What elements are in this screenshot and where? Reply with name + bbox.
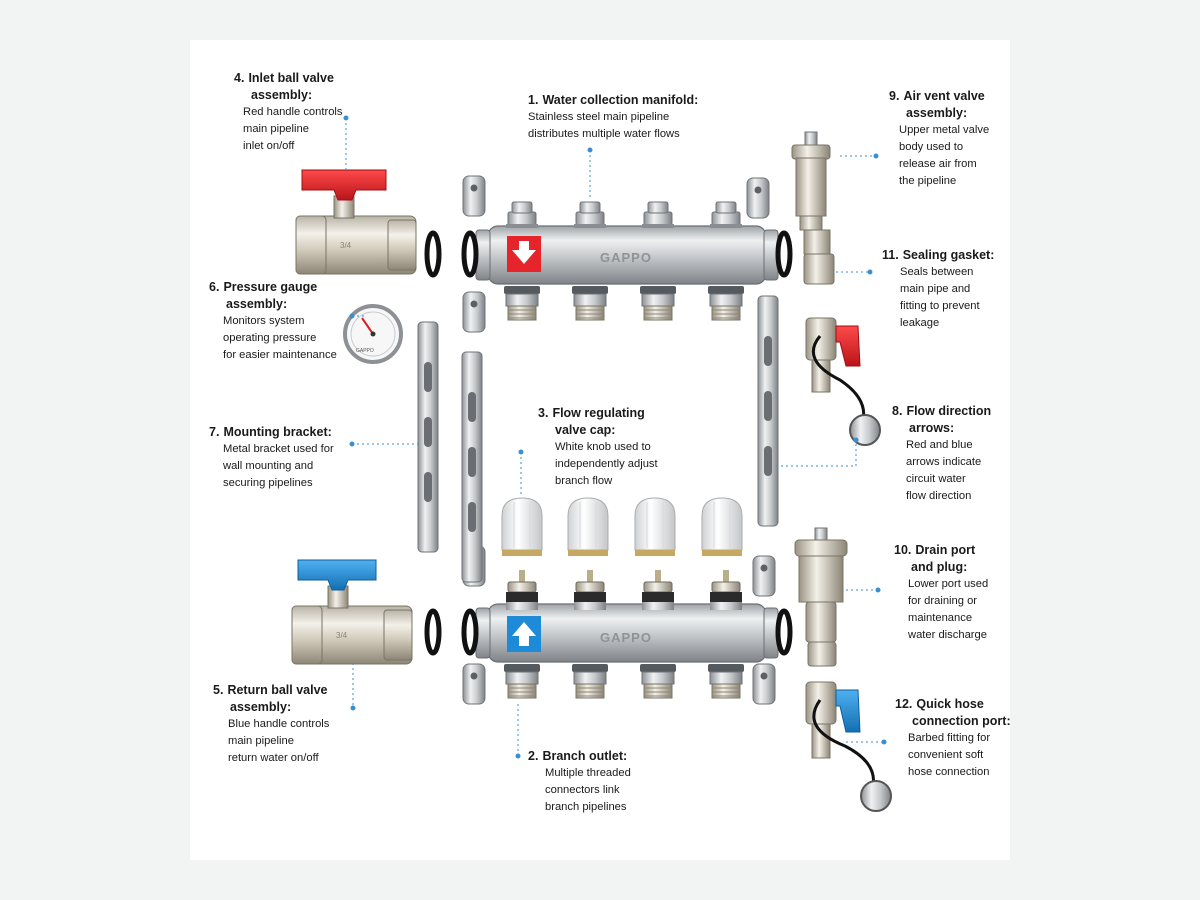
mounting-bracket <box>461 351 483 583</box>
mounting-bracket <box>417 321 439 553</box>
inlet-ball-valve: 3/4 <box>295 169 417 275</box>
drain-valve-red <box>805 317 881 446</box>
arrow-up-icon <box>512 622 536 646</box>
gasket-ring <box>778 611 790 653</box>
pressure-gauge: GAPPO <box>343 304 403 364</box>
gasket-ring <box>427 233 439 275</box>
air-vent-valve <box>791 131 835 285</box>
return-ball-valve: 3/4 <box>291 559 413 665</box>
quick-hose-valve <box>805 681 892 812</box>
svg-text:3/4: 3/4 <box>340 241 352 250</box>
bracket-clip <box>462 175 486 217</box>
bracket-clip <box>462 291 486 333</box>
mounting-bracket <box>757 295 779 527</box>
gasket-ring <box>778 233 790 275</box>
gasket-ring <box>464 611 476 653</box>
supply-manifold: GAPPO <box>475 201 779 321</box>
manifold-exploded-view: GAPPO GAPPO <box>291 115 892 812</box>
gasket-ring <box>464 233 476 275</box>
manifold-logo-top: GAPPO <box>600 250 652 265</box>
bracket-clip <box>752 555 776 597</box>
bracket-clip <box>746 177 770 219</box>
callout-mounting-bracket: 7.Mounting bracket: Metal bracket used f… <box>209 425 334 489</box>
leader-lines <box>343 115 887 759</box>
return-manifold: GAPPO <box>475 569 779 699</box>
gauge-logo: GAPPO <box>356 348 374 354</box>
diagram-panel: GAPPO GAPPO <box>190 40 1010 860</box>
drain-port-plug <box>794 527 848 667</box>
bracket-clip <box>462 663 486 705</box>
flow-regulating-caps <box>501 497 743 557</box>
manifold-logo-bottom: GAPPO <box>600 630 652 645</box>
svg-text:3/4: 3/4 <box>336 631 348 640</box>
bracket-clip <box>752 663 776 705</box>
arrow-down-icon <box>512 241 536 264</box>
callout-water-collection-manifold: 1.Water collection manifold: Stainless s… <box>528 93 699 140</box>
gasket-ring <box>427 611 439 653</box>
